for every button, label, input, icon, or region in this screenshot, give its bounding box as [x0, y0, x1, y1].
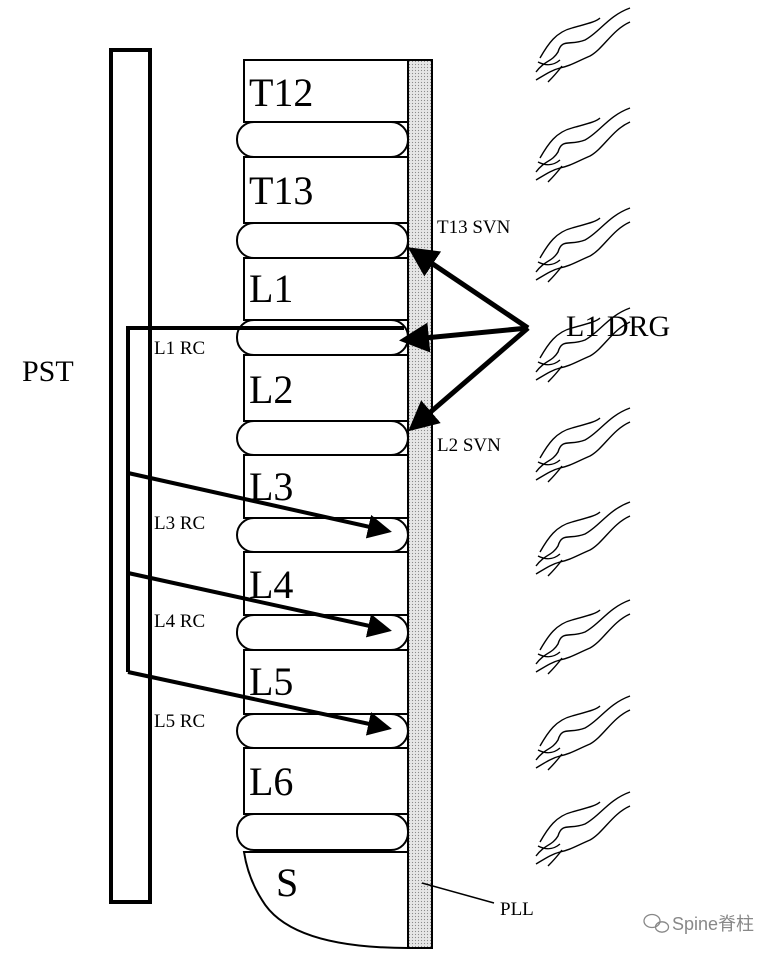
label-pll: PLL	[500, 899, 534, 920]
vertebra-t12	[243, 59, 409, 123]
wechat-icon	[643, 913, 670, 933]
disc-l4-l5	[236, 614, 409, 651]
label-l5: L5	[249, 659, 293, 704]
l5-rc-arrow	[127, 670, 392, 736]
arrow-to-l2-svn	[408, 326, 530, 432]
disc-l5-l6	[236, 713, 409, 749]
label-l1: L1	[249, 266, 293, 311]
label-t12: T12	[249, 70, 313, 115]
vertebra-labels: T12 T13 L1 L2 L3 L4 L5 L6 S	[249, 70, 313, 905]
arrow-to-l1-rc	[399, 322, 529, 353]
dorsal-root-ganglia	[535, 7, 631, 867]
label-t13: T13	[249, 168, 313, 213]
label-l2-svn: L2 SVN	[437, 435, 501, 456]
disc-l3-l4	[236, 517, 409, 553]
label-l4-rc: L4 RC	[154, 611, 205, 632]
disc-l1-l2	[236, 319, 409, 356]
vertebra-l1	[243, 257, 409, 321]
disc-l6-s	[236, 813, 409, 851]
label-sacrum: S	[276, 860, 298, 905]
disc-t12-t13	[236, 121, 409, 158]
label-l6: L6	[249, 759, 293, 804]
label-l1-rc: L1 RC	[154, 338, 205, 359]
label-pst: PST	[22, 355, 74, 388]
drg-icon	[535, 7, 631, 83]
annotation-labels: PST L1 DRG T13 SVN L2 SVN L1 RC L3 RC L4…	[22, 217, 670, 920]
pll-pointer	[421, 882, 495, 904]
watermark-text: Spine脊柱	[672, 914, 754, 934]
l3-rc-arrow	[127, 471, 392, 539]
watermark: Spine脊柱	[643, 913, 754, 934]
sacrum	[242, 851, 409, 950]
disc-l2-l3	[236, 420, 409, 456]
pll-ligament	[407, 59, 433, 949]
label-l1-drg: L1 DRG	[566, 310, 670, 343]
rami-communicantes	[126, 326, 404, 736]
label-l3-rc: L3 RC	[154, 513, 205, 534]
label-t13-svn: T13 SVN	[437, 217, 511, 238]
l1-drg-projections	[399, 247, 530, 432]
label-l5-rc: L5 RC	[154, 711, 205, 732]
arrow-to-t13-svn	[407, 247, 530, 331]
label-l2: L2	[249, 367, 293, 412]
disc-t13-l1	[236, 222, 409, 259]
pst-l1-rc-path	[126, 326, 404, 672]
vertebral-column	[236, 59, 409, 950]
l4-rc-arrow	[127, 571, 392, 638]
vertebra-l3	[243, 454, 409, 519]
